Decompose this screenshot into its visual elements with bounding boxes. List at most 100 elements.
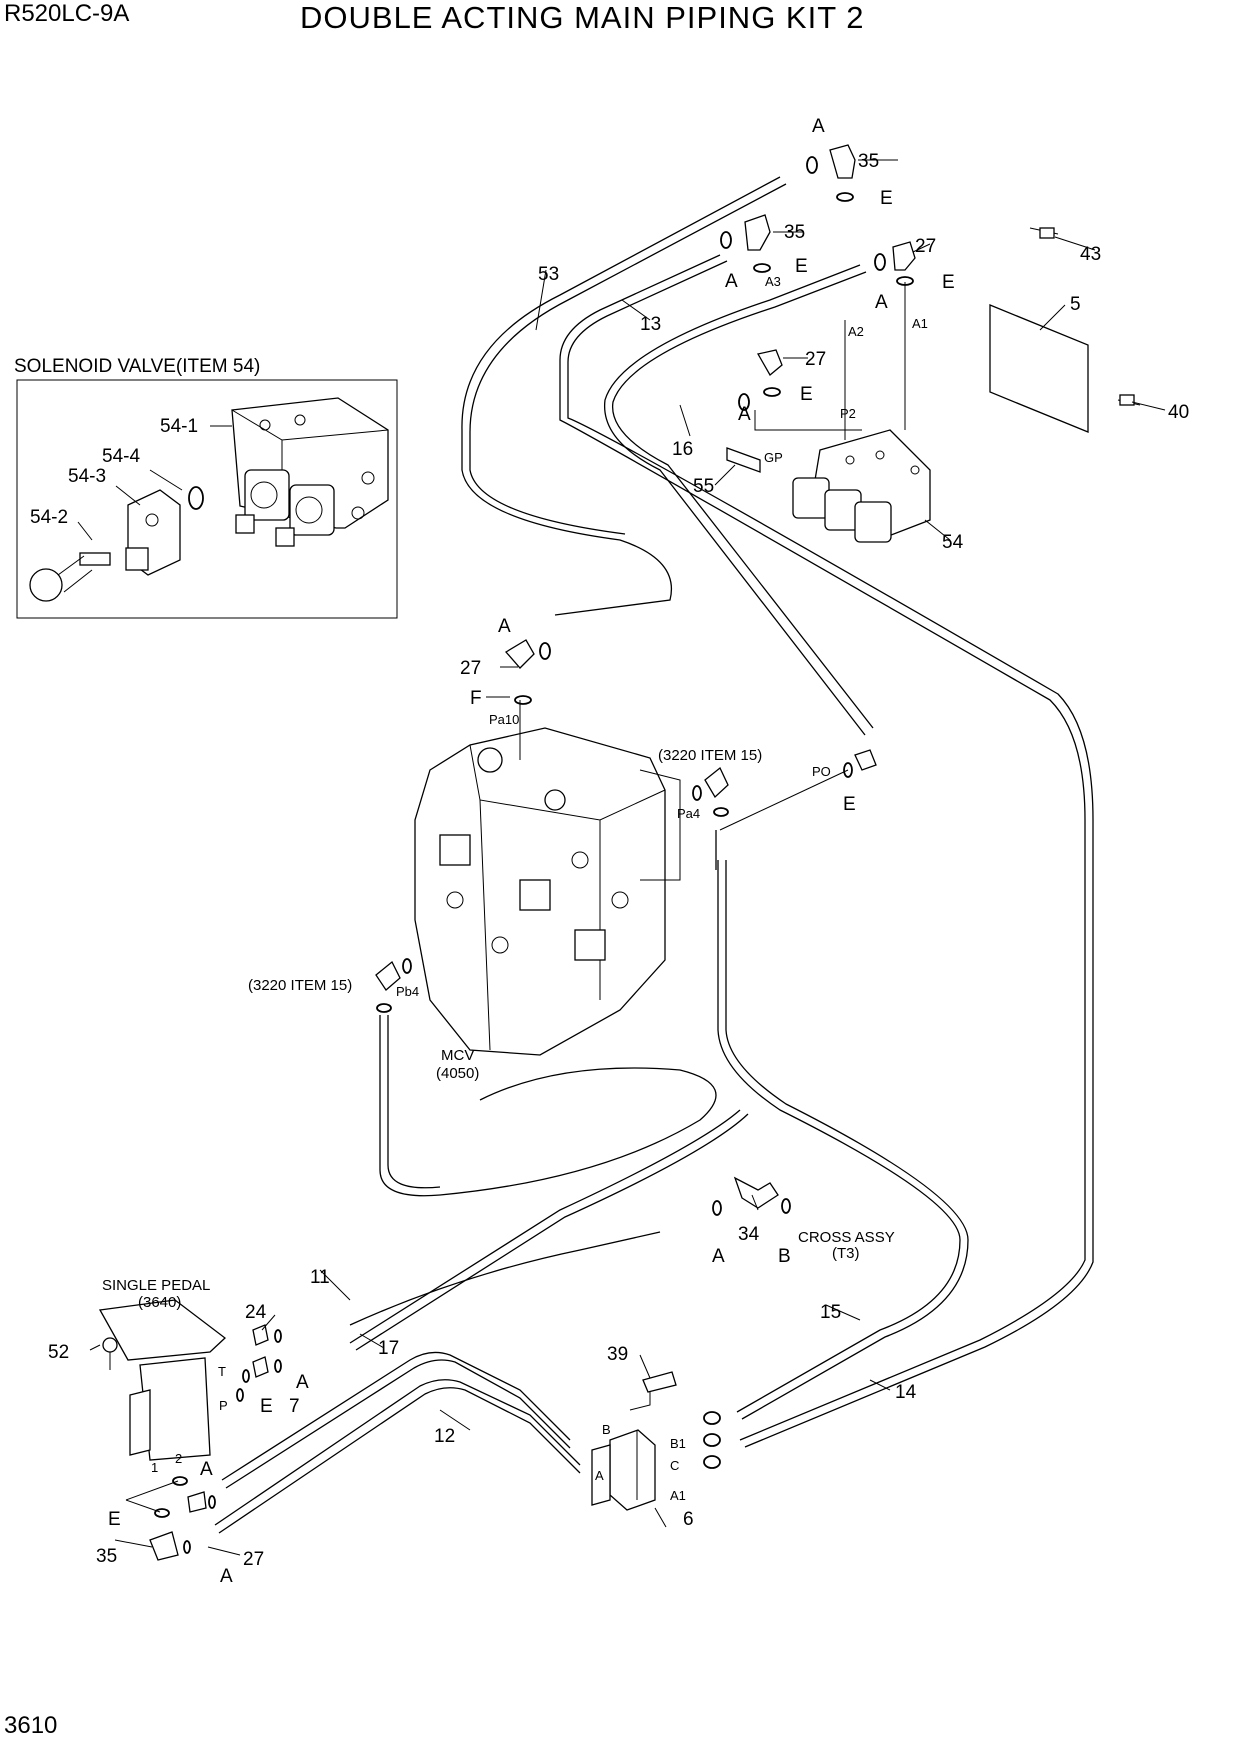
mcv-code: (4050) xyxy=(436,1065,479,1082)
model-number: R520LC-9A xyxy=(4,0,130,27)
elbow-35-mid xyxy=(744,214,771,251)
callout-A: A xyxy=(200,1459,213,1480)
port-Pa4: Pa4 xyxy=(677,806,700,821)
callout-39: 39 xyxy=(607,1344,628,1365)
plate-5 xyxy=(989,304,1089,433)
callout-54-3: 54-3 xyxy=(68,466,106,487)
callout-17: 17 xyxy=(378,1338,399,1359)
cross-34 xyxy=(733,1176,779,1209)
page-number: 3610 xyxy=(4,1712,58,1739)
callout-34: 34 xyxy=(738,1224,760,1245)
callout-27-top: 27 xyxy=(915,236,936,257)
port-B: B xyxy=(602,1422,611,1437)
callout-27-bot: 27 xyxy=(243,1549,264,1570)
single-pedal xyxy=(98,1299,227,1361)
diagram-title: DOUBLE ACTING MAIN PIPING KIT 2 xyxy=(300,0,865,35)
callout-35-mid: 35 xyxy=(784,222,805,243)
adapter-24 xyxy=(252,1324,269,1346)
callout-53: 53 xyxy=(538,264,559,285)
port-A-block: A xyxy=(595,1468,604,1483)
cross-assy-name: CROSS ASSY xyxy=(798,1229,895,1246)
callout-7: 7 xyxy=(289,1396,300,1417)
callout-35-top: 35 xyxy=(858,151,879,172)
elbow-27-top xyxy=(892,241,916,271)
callout-27-valve: 27 xyxy=(460,658,481,679)
callout-14: 14 xyxy=(895,1382,917,1403)
callout-55: 55 xyxy=(693,476,714,497)
port-A1-block: A1 xyxy=(670,1488,686,1503)
block-6 xyxy=(609,1429,656,1511)
ref-3220-top: (3220 ITEM 15) xyxy=(658,747,762,764)
callout-A: A xyxy=(712,1246,725,1267)
callout-15: 15 xyxy=(820,1302,841,1323)
cross-assy-code: (T3) xyxy=(832,1245,860,1262)
elbow-35-pedal xyxy=(149,1531,179,1561)
callout-E: E xyxy=(800,384,813,405)
callout-52: 52 xyxy=(48,1342,69,1363)
callout-11: 11 xyxy=(310,1267,330,1288)
callout-F: F xyxy=(470,688,482,709)
lower-assemblies xyxy=(98,1176,791,1561)
pressure-switch-55 xyxy=(726,447,761,473)
callout-13: 13 xyxy=(640,314,661,335)
callouts: A 35 E 35 A E A3 27 A E 43 5 40 A2 A1 53… xyxy=(48,116,1189,1587)
callout-16: 16 xyxy=(672,439,693,460)
callout-A: A xyxy=(738,404,751,425)
callout-B: B xyxy=(778,1246,791,1267)
callout-A: A xyxy=(812,116,825,137)
callout-6: 6 xyxy=(683,1509,694,1530)
callout-A: A xyxy=(220,1566,233,1587)
port-A1: A1 xyxy=(912,316,928,331)
callout-54: 54 xyxy=(942,532,964,553)
port-B1: B1 xyxy=(670,1436,686,1451)
port-T: T xyxy=(218,1364,226,1379)
leader-lines xyxy=(89,159,1166,1556)
inset-title: SOLENOID VALVE(ITEM 54) xyxy=(14,356,260,377)
connector-39 xyxy=(642,1371,677,1393)
port-P: P xyxy=(219,1398,228,1413)
port-P2: P2 xyxy=(840,406,856,421)
callout-E: E xyxy=(942,272,955,293)
callout-54-1: 54-1 xyxy=(160,416,198,437)
hose-routing xyxy=(214,176,1094,1534)
mcv-name: MCV xyxy=(441,1047,474,1064)
lock-nut xyxy=(29,568,63,602)
callout-27-mid: 27 xyxy=(805,349,826,370)
port-A3: A3 xyxy=(765,274,781,289)
elbow-35-top xyxy=(829,144,856,179)
callout-E: E xyxy=(880,188,893,209)
port-A2: A2 xyxy=(848,324,864,339)
top-fittings xyxy=(720,144,1141,543)
o-ring-54-4 xyxy=(188,486,204,510)
callout-E: E xyxy=(108,1509,121,1530)
port-2: 2 xyxy=(175,1451,182,1466)
callout-43: 43 xyxy=(1080,244,1101,265)
callout-24: 24 xyxy=(245,1302,267,1323)
callout-A: A xyxy=(875,292,888,313)
inset-frame xyxy=(16,379,398,619)
port-C: C xyxy=(670,1458,679,1473)
callout-54-4: 54-4 xyxy=(102,446,140,467)
elbow-27-pa10 xyxy=(504,639,535,669)
port-1: 1 xyxy=(151,1460,158,1475)
single-pedal-code: (3640) xyxy=(138,1294,181,1311)
callout-A: A xyxy=(296,1372,309,1393)
callout-A: A xyxy=(725,271,738,292)
single-pedal-name: SINGLE PEDAL xyxy=(102,1277,210,1294)
callout-E: E xyxy=(260,1396,273,1417)
solenoid-valve-inset: SOLENOID VALVE(ITEM 54) 54-1 54-4 54-3 5… xyxy=(14,356,398,619)
ref-3220-left: (3220 ITEM 15) xyxy=(248,977,352,994)
callout-54-2: 54-2 xyxy=(30,507,68,528)
callout-12: 12 xyxy=(434,1426,455,1447)
port-Pb4: Pb4 xyxy=(396,984,419,999)
callout-E: E xyxy=(795,256,808,277)
callout-40: 40 xyxy=(1168,402,1189,423)
elbow-27-mid xyxy=(756,349,783,376)
callout-5: 5 xyxy=(1070,294,1081,315)
mcv-valve-body xyxy=(375,639,877,1056)
callout-E: E xyxy=(843,794,856,815)
callout-A: A xyxy=(498,616,511,637)
callout-35-bot: 35 xyxy=(96,1546,117,1567)
port-PO: PO xyxy=(812,764,831,779)
